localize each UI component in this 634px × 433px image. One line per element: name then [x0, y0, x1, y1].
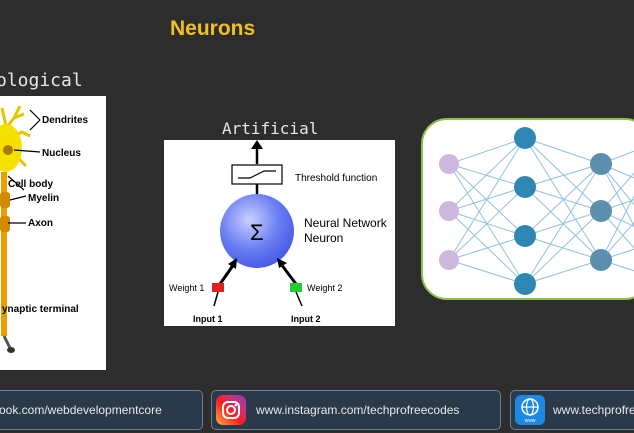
instagram-link-text[interactable]: www.instagram.com/techprofreecodes	[256, 403, 460, 417]
axon-label: Axon	[28, 218, 53, 229]
globe-icon: www	[515, 395, 545, 425]
network-edge	[448, 137, 526, 261]
network-edge	[524, 259, 602, 285]
network-edge	[448, 163, 526, 237]
input-node	[439, 154, 459, 174]
dendrites-label: Dendrites	[42, 115, 89, 126]
hidden-node	[514, 176, 536, 198]
network-edge	[524, 137, 602, 165]
input-node	[439, 201, 459, 221]
output-node	[590, 249, 612, 271]
network-edge	[600, 163, 634, 227]
network-edge	[448, 259, 526, 285]
neuron-sum-node	[220, 194, 294, 268]
weight1-label: Weight 1	[169, 283, 204, 293]
slide-title: Neurons	[170, 17, 256, 40]
network-edge	[524, 186, 602, 212]
network-edge	[524, 163, 602, 285]
network-edge	[600, 221, 634, 261]
network-edge	[600, 210, 634, 249]
artificial-label: Artificial	[222, 119, 319, 138]
network-edge	[448, 235, 526, 261]
network-edge	[524, 163, 602, 237]
output-node	[590, 200, 612, 222]
website-link-text[interactable]: www.techprofree	[553, 403, 634, 417]
neuron-label-line2: Neuron	[304, 231, 343, 245]
www-badge-text: www	[525, 418, 536, 423]
hidden-node	[514, 225, 536, 247]
network-edge	[600, 150, 634, 165]
instagram-link-card[interactable]: www.instagram.com/techprofreecodes	[211, 390, 501, 430]
hidden-node	[514, 127, 536, 149]
output-node	[590, 153, 612, 175]
weight1-marker	[212, 283, 224, 292]
network-edge	[600, 195, 634, 261]
network-edge	[448, 137, 526, 165]
input-node	[439, 250, 459, 270]
cell-body-label: Cell body	[8, 179, 53, 190]
network-edge	[600, 163, 634, 206]
neural-network-diagram	[421, 118, 634, 300]
network-edge	[524, 163, 602, 188]
neuron-label-line1: Neural Network	[304, 216, 388, 230]
instagram-icon	[216, 395, 246, 425]
myelin-label: Myelin	[28, 193, 59, 204]
biological-label: ological	[0, 70, 83, 91]
network-edge	[448, 186, 526, 261]
website-link-card[interactable]: www www.techprofree	[510, 390, 634, 430]
network-edge	[524, 210, 602, 285]
input1-label: Input 1	[193, 314, 223, 324]
biological-neuron-diagram: Dendrites Nucleus Cell body Myelin Axon …	[0, 96, 106, 370]
nucleus-shape	[3, 145, 13, 155]
weight2-label: Weight 2	[307, 283, 342, 293]
synaptic-terminal-label: ynaptic terminal	[2, 304, 79, 315]
network-edge	[524, 137, 602, 212]
artificial-neuron-diagram: Threshold function Σ Neural Network Neur…	[164, 140, 395, 326]
facebook-link-text[interactable]: ook.com/webdevelopmentcore	[0, 403, 162, 417]
weight2-marker	[290, 283, 302, 292]
network-edge	[448, 137, 526, 212]
network-edge	[448, 163, 526, 188]
sigma-symbol: Σ	[250, 220, 264, 245]
hidden-node	[514, 273, 536, 295]
facebook-link-card[interactable]: ook.com/webdevelopmentcore	[0, 390, 203, 430]
network-edge	[600, 163, 634, 179]
input2-label: Input 2	[291, 314, 321, 324]
network-edge	[600, 172, 634, 212]
threshold-function-label: Threshold function	[295, 173, 377, 184]
nucleus-label: Nucleus	[42, 148, 81, 159]
